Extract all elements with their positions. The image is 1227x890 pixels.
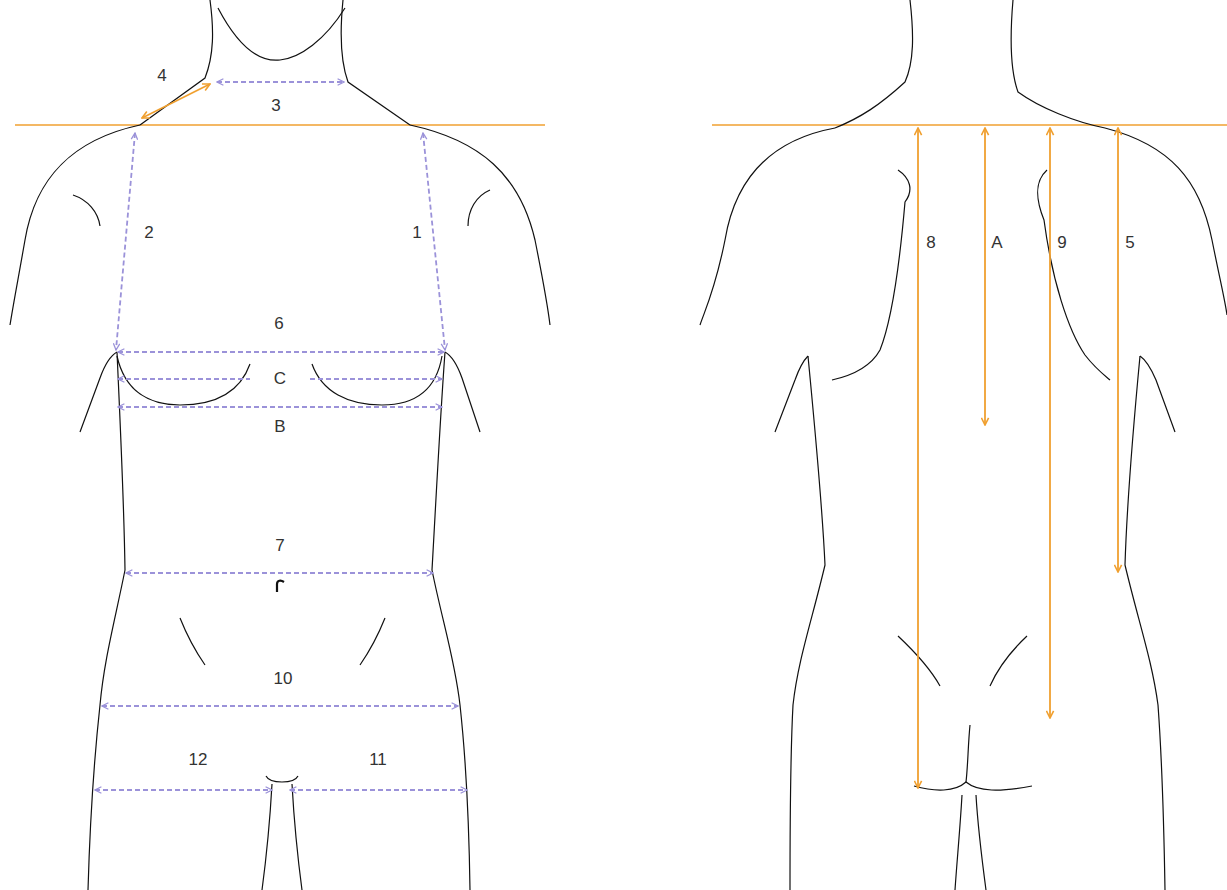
body-outline: [432, 352, 470, 890]
body-outline: [1140, 356, 1175, 432]
callout-label: 9: [1054, 234, 1069, 253]
body-outline: [88, 352, 125, 890]
body-outline: [976, 795, 986, 890]
body-outline: [835, 0, 913, 128]
body-outline: [266, 776, 298, 782]
circumference-arrow: [95, 82, 467, 790]
body-outline: [990, 636, 1027, 686]
body-outline: [700, 128, 835, 325]
length-arrow: [1049, 128, 1051, 718]
callout-label: 12: [186, 751, 211, 770]
body-outline: [180, 618, 205, 665]
circumference-arrow: [118, 351, 444, 353]
body-outline: [914, 782, 1032, 790]
body-outline: [292, 784, 302, 890]
circumference-arrow: [423, 133, 445, 350]
circumference-arrow: [95, 789, 272, 791]
callout-label: A: [988, 234, 1005, 253]
callout-label: 8: [923, 234, 938, 253]
body-outline: [1011, 0, 1105, 128]
callout-label: 6: [271, 315, 286, 334]
shoulder-line: [712, 124, 1227, 125]
body-outline: [966, 725, 970, 782]
callout-label: 7: [272, 537, 287, 556]
circumference-arrow: [118, 406, 442, 408]
body-outline: [218, 8, 345, 60]
callout-label: C: [271, 370, 289, 389]
circumference-arrow: [310, 378, 442, 380]
body-outline: [955, 795, 962, 890]
length-arrow: [984, 128, 986, 425]
circumference-arrow: [126, 572, 433, 574]
circumference-arrow: [116, 133, 135, 350]
length-arrow: [917, 128, 919, 788]
callout-label: 3: [268, 97, 283, 116]
body-outline: [312, 356, 442, 405]
body-outline: [832, 170, 910, 380]
shoulder-line: [15, 124, 545, 125]
body-outline: [73, 195, 100, 226]
body-outline: [360, 618, 385, 665]
length-arrow: [142, 84, 1118, 788]
body-outline: [10, 0, 1227, 890]
circumference-arrow: [290, 789, 467, 791]
body-outline: [80, 352, 117, 432]
body-outline: [277, 581, 284, 592]
circumference-arrow: [217, 81, 344, 83]
circumference-arrow: [118, 378, 250, 380]
body-outline: [1105, 128, 1227, 315]
circumference-arrow: [102, 705, 458, 707]
callout-label: 5: [1122, 234, 1137, 253]
body-outline: [775, 356, 808, 432]
body-outline: [445, 352, 480, 432]
body-outline: [262, 784, 272, 890]
body-outline: [468, 190, 490, 226]
callout-label: 10: [271, 670, 296, 689]
callout-label: 1: [409, 224, 424, 243]
body-outline: [1125, 356, 1165, 890]
body-outline: [117, 356, 250, 405]
callout-label: 2: [141, 224, 156, 243]
length-arrow: [142, 84, 210, 118]
body-outline: [790, 356, 825, 890]
body-outline: [140, 0, 213, 125]
body-outline: [1038, 170, 1110, 380]
callout-label: 4: [154, 67, 169, 86]
callout-label: B: [271, 418, 288, 437]
callout-label: 11: [366, 751, 390, 770]
body-outline: [898, 636, 940, 686]
body-outline: [341, 0, 410, 125]
length-arrow: [1117, 128, 1119, 572]
shoulder-line: [15, 124, 1227, 125]
body-outline: [410, 125, 550, 325]
